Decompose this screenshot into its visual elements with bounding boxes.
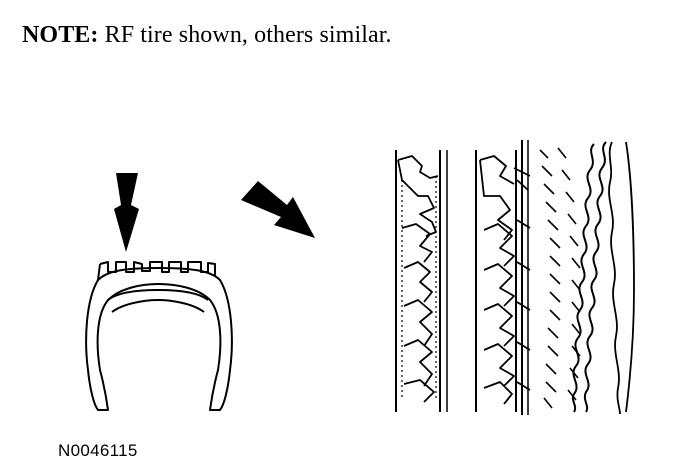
tire-cross-section bbox=[85, 261, 233, 411]
note-body: RF tire shown, others similar. bbox=[98, 22, 392, 48]
diagonal-arrow-icon bbox=[241, 181, 315, 238]
tread-pattern bbox=[395, 140, 635, 415]
note-text: NOTE: RF tire shown, others similar. bbox=[22, 22, 392, 49]
down-arrow-icon bbox=[114, 173, 139, 252]
figure-reference-code: N0046115 bbox=[58, 441, 138, 460]
note-label: NOTE: bbox=[22, 22, 99, 48]
